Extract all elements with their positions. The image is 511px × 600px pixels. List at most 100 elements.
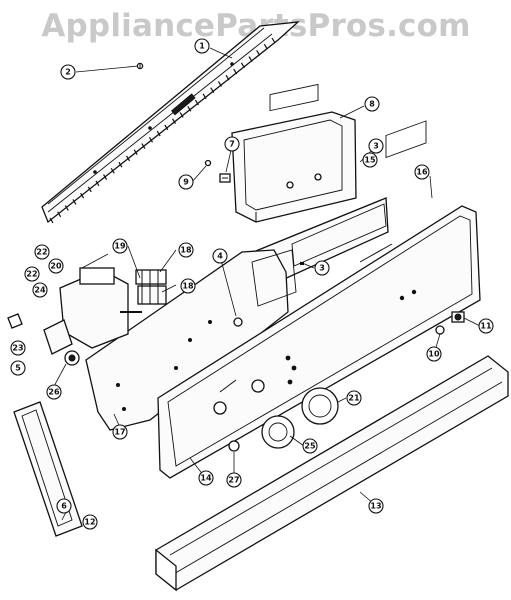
svg-text:14: 14 xyxy=(200,474,212,483)
rail-tooth xyxy=(64,205,69,211)
svg-text:18: 18 xyxy=(180,246,192,255)
callout-22-top: 22 xyxy=(34,244,50,260)
rail-tooth xyxy=(103,174,108,180)
top-rail-part xyxy=(41,21,300,224)
svg-text:3: 3 xyxy=(373,142,379,151)
rail-tooth xyxy=(187,105,192,112)
callout-23: 23 xyxy=(10,340,26,356)
relay-part xyxy=(135,269,167,305)
callout-18-bottom: 18 xyxy=(180,278,196,294)
rail-tooth xyxy=(133,149,138,156)
svg-text:6: 6 xyxy=(61,502,67,511)
knob-part-21 xyxy=(301,387,339,425)
svg-text:17: 17 xyxy=(114,428,125,437)
svg-text:25: 25 xyxy=(304,442,316,451)
svg-text:18: 18 xyxy=(182,282,194,291)
rail-tooth xyxy=(164,124,169,131)
callout-13: 13 xyxy=(368,498,384,514)
rail-tooth xyxy=(263,43,268,50)
callout-19: 19 xyxy=(112,238,128,254)
rail-tooth xyxy=(118,161,123,168)
callouts: 1 2 3 3 4 5 6 7 8 9 10 11 12 13 14 15 16… xyxy=(10,38,494,530)
trim-strip-part xyxy=(155,355,509,592)
rail-tooth xyxy=(210,87,215,93)
rail-tooth xyxy=(141,143,146,149)
infinite-switch-part xyxy=(59,267,142,349)
rail-tooth xyxy=(271,37,276,44)
callout-3-mid: 3 xyxy=(314,260,330,276)
svg-text:10: 10 xyxy=(428,350,440,359)
callout-20: 20 xyxy=(48,258,64,274)
knob-small-part xyxy=(435,325,445,335)
svg-text:8: 8 xyxy=(369,100,375,109)
callout-3-top: 3 xyxy=(368,138,384,154)
svg-text:15: 15 xyxy=(364,156,376,165)
cover-part xyxy=(13,401,83,537)
rail-tooth xyxy=(126,155,131,162)
svg-text:13: 13 xyxy=(370,502,381,511)
svg-text:12: 12 xyxy=(84,518,95,527)
callout-24: 24 xyxy=(32,282,48,298)
rail-tooth xyxy=(194,99,199,106)
callout-7: 7 xyxy=(224,136,240,152)
rail-tooth xyxy=(202,93,207,100)
callout-1: 1 xyxy=(194,38,210,54)
callout-26: 26 xyxy=(46,384,62,400)
rail-tooth xyxy=(80,192,85,199)
callout-27: 27 xyxy=(226,472,242,488)
svg-text:1: 1 xyxy=(199,42,205,51)
callout-10: 10 xyxy=(426,346,442,362)
knob-insert-part xyxy=(228,440,240,452)
rail-tooth xyxy=(95,180,100,187)
svg-text:24: 24 xyxy=(34,286,46,295)
svg-text:9: 9 xyxy=(183,178,189,187)
callout-14: 14 xyxy=(198,470,214,486)
rail-tooth xyxy=(217,81,222,87)
svg-text:4: 4 xyxy=(217,252,223,261)
callout-25: 25 xyxy=(302,438,318,454)
clip-part xyxy=(7,313,23,329)
callout-8: 8 xyxy=(364,96,380,112)
rail-tooth xyxy=(248,56,253,62)
callout-4: 4 xyxy=(212,248,228,264)
svg-text:27: 27 xyxy=(228,476,239,485)
rail-tooth xyxy=(225,74,230,81)
svg-text:22: 22 xyxy=(36,248,47,257)
timer-module-part xyxy=(231,83,357,223)
svg-text:3: 3 xyxy=(319,264,325,273)
rail-tooth xyxy=(256,50,261,56)
rail-tooth xyxy=(171,118,176,124)
callout-9: 9 xyxy=(178,174,194,190)
callout-11: 11 xyxy=(478,318,494,334)
rail-tooth xyxy=(72,199,77,205)
callout-17: 17 xyxy=(112,424,128,440)
svg-text:26: 26 xyxy=(48,388,60,397)
svg-text:7: 7 xyxy=(229,140,235,149)
callout-2: 2 xyxy=(60,64,76,80)
rail-tooth xyxy=(233,68,238,75)
callout-5: 5 xyxy=(10,360,26,376)
svg-text:19: 19 xyxy=(114,242,126,251)
callout-12: 12 xyxy=(82,514,98,530)
rail-tooth xyxy=(87,186,92,193)
rail-tooth xyxy=(149,137,154,143)
callout-16: 16 xyxy=(414,164,430,180)
svg-text:2: 2 xyxy=(65,68,71,77)
callout-22-bottom: 22 xyxy=(24,266,40,282)
svg-text:5: 5 xyxy=(15,364,21,373)
svg-text:11: 11 xyxy=(480,322,492,331)
svg-text:22: 22 xyxy=(26,270,37,279)
rail-tooth xyxy=(49,217,54,224)
svg-text:20: 20 xyxy=(50,262,62,271)
knob-end-part xyxy=(451,311,465,323)
svg-text:21: 21 xyxy=(348,394,360,403)
rail-tooth xyxy=(156,130,161,137)
nut-part xyxy=(204,159,212,167)
screw-part xyxy=(136,62,144,70)
glass-panel-part xyxy=(157,120,481,479)
stem-part xyxy=(43,319,80,366)
rail-tooth xyxy=(240,62,245,69)
svg-text:16: 16 xyxy=(416,168,428,177)
rail-tooth xyxy=(179,112,184,118)
